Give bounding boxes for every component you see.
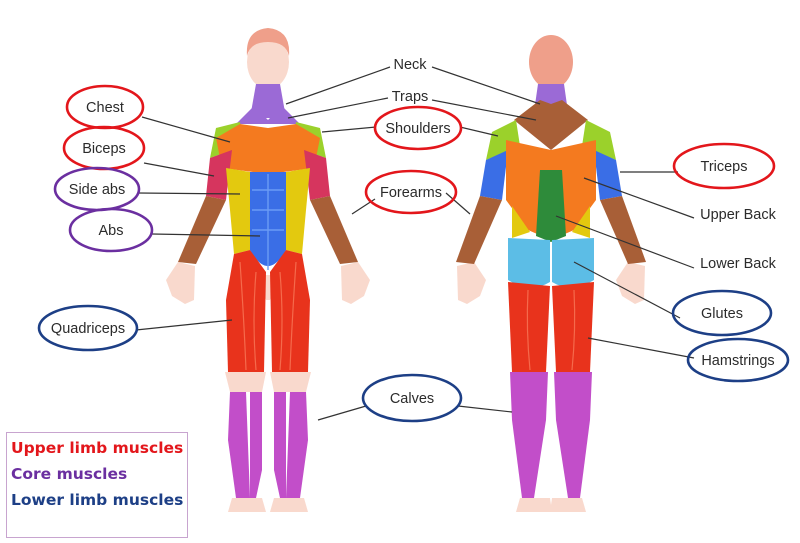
front-side-abs: [226, 168, 250, 254]
back-calves-left: [510, 372, 548, 498]
label-triceps: Triceps: [701, 159, 748, 175]
label-traps: Traps: [392, 89, 429, 105]
front-biceps-right: [304, 150, 330, 200]
label-hamstrings: Hamstrings: [701, 353, 774, 369]
ellipse-forearms: [364, 169, 458, 215]
back-figure: [456, 35, 646, 512]
back-glutes-left: [508, 238, 550, 288]
front-forearm-right: [310, 196, 358, 264]
front-head: [247, 35, 289, 89]
front-quadriceps-right: [270, 250, 310, 372]
label-forearms: Forearms: [380, 185, 442, 201]
legend-upper-limb: Upper limb muscles: [11, 439, 184, 457]
label-ellipses: [37, 84, 790, 423]
front-chest: [216, 124, 320, 174]
label-lower-back: Lower Back: [700, 256, 777, 272]
label-shoulders: Shoulders: [385, 121, 450, 137]
ellipse-quadriceps: [37, 304, 139, 352]
front-forearm-left: [178, 196, 226, 264]
back-hamstrings-right: [552, 282, 594, 372]
ellipse-abs: [68, 207, 154, 253]
back-lower-back: [536, 170, 566, 242]
label-abs: Abs: [99, 223, 124, 239]
legend-box: Upper limb muscles Core muscles Lower li…: [6, 432, 188, 538]
leader-lines: [135, 66, 695, 421]
label-calves: Calves: [390, 391, 434, 407]
legend-lower-limb: Lower limb muscles: [11, 491, 184, 509]
label-biceps: Biceps: [82, 141, 126, 157]
label-side-abs: Side abs: [69, 182, 125, 198]
ellipse-glutes: [671, 289, 773, 337]
label-quadriceps: Quadriceps: [51, 321, 125, 337]
back-head: [529, 35, 573, 89]
label-neck: Neck: [393, 57, 427, 73]
back-hamstrings-left: [508, 282, 550, 372]
ellipse-calves: [361, 373, 463, 423]
label-chest: Chest: [86, 100, 124, 116]
ellipse-shoulders: [373, 105, 463, 151]
legend-core: Core muscles: [11, 465, 128, 483]
ellipse-triceps: [672, 142, 776, 190]
front-biceps-left: [206, 150, 232, 200]
ellipse-hamstrings: [686, 337, 790, 383]
back-triceps-left: [480, 150, 508, 200]
labels: Neck Traps Chest Shoulders Biceps Side a…: [51, 57, 777, 407]
back-traps: [514, 100, 588, 150]
front-neck-muscle: [250, 84, 286, 118]
label-glutes: Glutes: [701, 306, 743, 322]
front-calves-right: [286, 392, 308, 498]
front-quadriceps-left: [226, 250, 266, 372]
back-triceps-right: [594, 150, 622, 200]
front-calves-left: [228, 392, 250, 498]
label-upper-back: Upper Back: [700, 207, 777, 223]
back-glutes-right: [552, 238, 594, 288]
back-calves-right: [554, 372, 592, 498]
front-figure: [166, 28, 370, 512]
